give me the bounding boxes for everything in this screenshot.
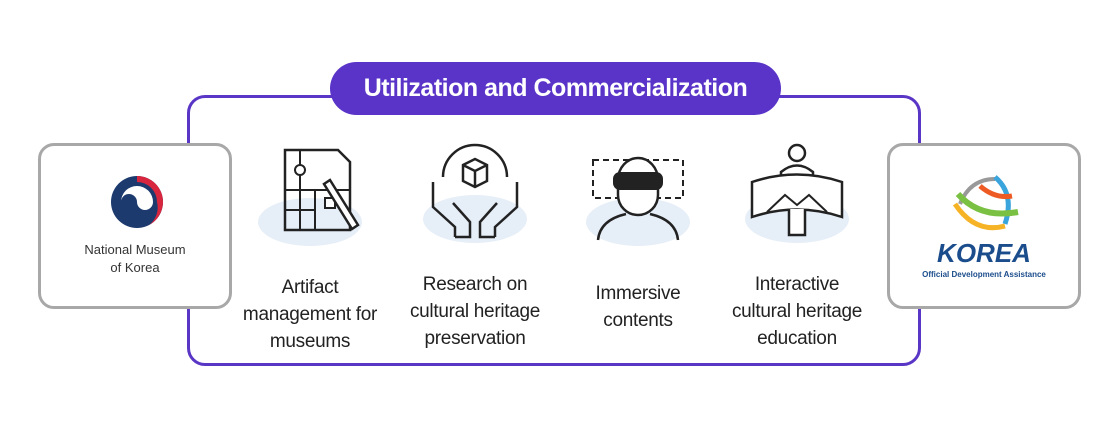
korea-oda-globe-icon — [952, 175, 1019, 231]
korea-oda-logo-card: KOREA Official Development Assistance — [887, 143, 1081, 309]
person-panorama-icon — [745, 143, 849, 243]
item-label-line: Interactive — [754, 274, 840, 295]
museum-name-line2: of Korea — [110, 260, 160, 275]
vr-headset-icon — [586, 156, 690, 246]
oda-subtitle: Official Development Assistance — [922, 270, 1046, 279]
korea-wordmark: KOREA — [937, 238, 1031, 268]
national-museum-logo-card: National Museum of Korea — [38, 143, 232, 309]
item-label-line: Immersive — [595, 283, 681, 304]
item-label-line: cultural heritage — [731, 301, 863, 322]
artifact-map-pencil-icon — [258, 148, 362, 246]
item-label-line: management for — [242, 304, 378, 325]
item-label-line: education — [757, 328, 837, 349]
item-interactive-education: Interactive cultural heritage education — [717, 137, 877, 352]
item-label-line: cultural heritage — [409, 301, 541, 322]
section-title: Utilization and Commercialization — [330, 62, 781, 115]
museum-name-line1: National Museum — [84, 242, 186, 257]
hands-box-icon — [423, 143, 527, 243]
item-label-line: Artifact — [281, 277, 339, 298]
national-museum-emblem-icon — [111, 176, 163, 228]
item-artifact-management: Artifact management for museums — [230, 140, 390, 355]
item-research-preservation: Research on cultural heritage preservati… — [395, 137, 555, 352]
item-label-line: museums — [269, 331, 351, 352]
item-label-line: preservation — [424, 328, 526, 349]
item-immersive-contents: Immersive contents — [558, 140, 718, 334]
item-label-line: Research on — [422, 274, 528, 295]
item-label-line: contents — [603, 310, 673, 331]
